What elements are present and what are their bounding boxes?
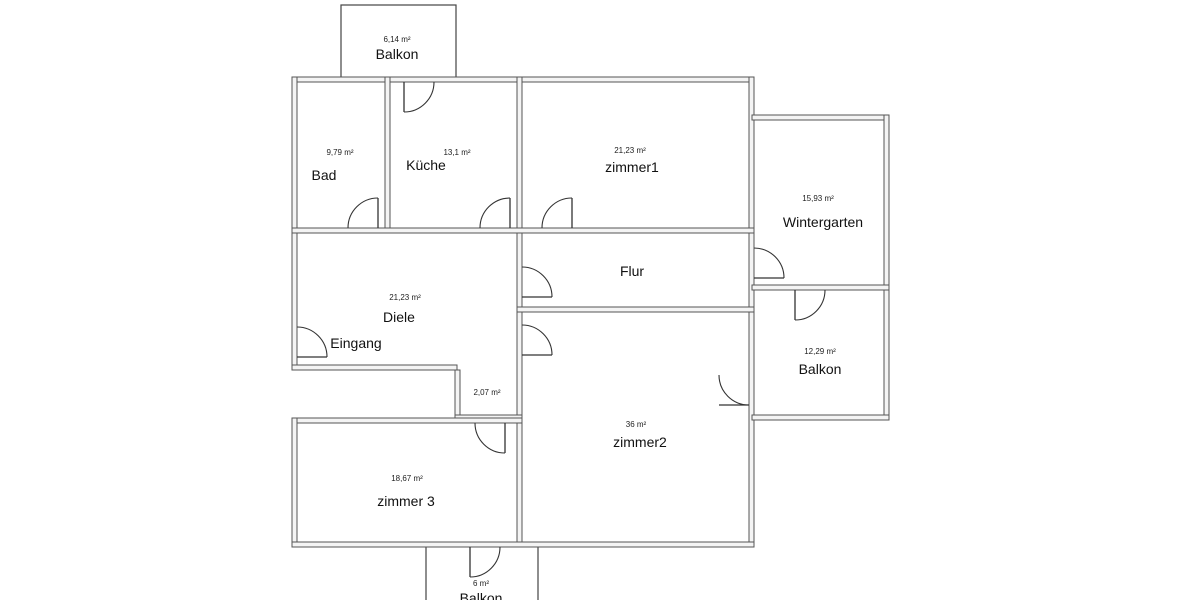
- room-area: 12,29 m²: [804, 347, 836, 356]
- room-name: zimmer2: [613, 434, 667, 450]
- balcony-bottom-outline: [425, 544, 539, 600]
- room-kueche: 13,1 m² Küche: [406, 148, 471, 173]
- room-name: Diele: [383, 309, 415, 325]
- room-area: 21,23 m²: [614, 146, 646, 155]
- room-balkon-top: 6,14 m² Balkon: [376, 35, 419, 62]
- room-zimmer1: 21,23 m² zimmer1: [605, 146, 659, 175]
- room-name: Balkon: [376, 46, 419, 62]
- room-name: Balkon: [460, 590, 503, 600]
- room-area: 9,79 m²: [326, 148, 353, 157]
- entrance-label: Eingang: [330, 335, 381, 351]
- room-balkon-bottom: 6 m² Balkon: [460, 579, 503, 600]
- room-name: Balkon: [799, 361, 842, 377]
- room-area: 21,23 m²: [389, 293, 421, 302]
- room-area: 18,67 m²: [391, 474, 423, 483]
- doors: [296, 81, 826, 578]
- room-balkon-right: 12,29 m² Balkon: [799, 347, 842, 377]
- room-name: zimmer1: [605, 159, 659, 175]
- room-wintergarten: 15,93 m² Wintergarten: [783, 194, 863, 230]
- room-abstellraum: 2,07 m²: [473, 388, 500, 397]
- room-bad: 9,79 m² Bad: [312, 148, 354, 183]
- room-diele: 21,23 m² Diele Eingang: [330, 293, 421, 351]
- room-area: 36 m²: [626, 420, 647, 429]
- walls: [291, 76, 890, 548]
- room-name: Küche: [406, 157, 446, 173]
- room-area: 13,1 m²: [443, 148, 470, 157]
- room-area: 6,14 m²: [383, 35, 410, 44]
- room-name: Flur: [620, 263, 644, 279]
- room-area: 15,93 m²: [802, 194, 834, 203]
- room-area: 6 m²: [473, 579, 489, 588]
- room-flur: Flur: [620, 263, 644, 279]
- room-name: Bad: [312, 167, 337, 183]
- room-zimmer2: 36 m² zimmer2: [613, 420, 667, 450]
- room-name: Wintergarten: [783, 214, 863, 230]
- room-area: 2,07 m²: [473, 388, 500, 397]
- room-name: zimmer 3: [377, 493, 435, 509]
- balcony-top-outline: [340, 4, 457, 79]
- room-zimmer3: 18,67 m² zimmer 3: [377, 474, 435, 509]
